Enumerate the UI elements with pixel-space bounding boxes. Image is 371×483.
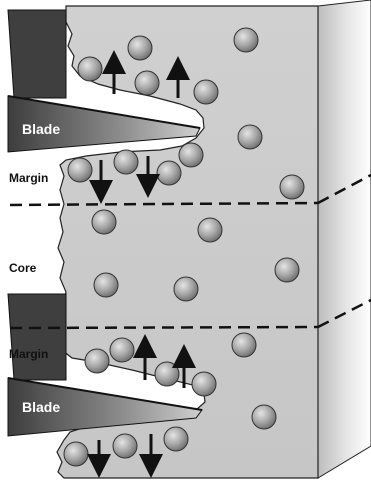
cell [234, 28, 258, 52]
cell [94, 273, 118, 297]
cell [275, 258, 299, 282]
tissue-side-face [318, 0, 371, 478]
cell [238, 125, 262, 149]
cell [232, 333, 256, 357]
cell [280, 175, 304, 199]
cell [135, 71, 159, 95]
cell [179, 143, 203, 167]
cell [252, 405, 276, 429]
cell [198, 218, 222, 242]
cell [68, 158, 92, 182]
cell [128, 36, 152, 60]
blade-bottom-label: Blade [22, 399, 60, 415]
cell [194, 80, 218, 104]
cell [92, 210, 116, 234]
top-blade [8, 10, 66, 98]
cell [174, 277, 198, 301]
cell [114, 150, 138, 174]
cell [192, 372, 216, 396]
core-label: Core [9, 261, 37, 275]
margin-bottom-label: Margin [9, 347, 48, 361]
cell [155, 362, 179, 386]
bottom-blade [8, 294, 66, 380]
cell [164, 427, 188, 451]
cell [113, 434, 137, 458]
cell [64, 442, 88, 466]
cell [78, 57, 102, 81]
cell [110, 338, 134, 362]
cell [157, 161, 181, 185]
blade-top-label: Blade [22, 121, 60, 137]
margin-top-label: Margin [9, 171, 48, 185]
cell [85, 349, 109, 373]
